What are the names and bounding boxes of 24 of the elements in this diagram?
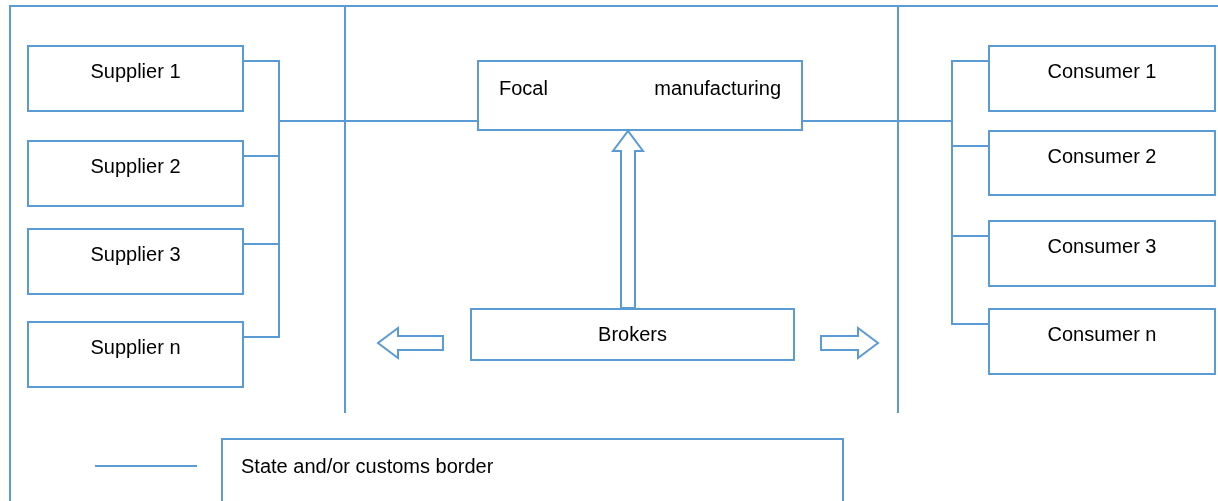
process-box <box>470 308 795 361</box>
process-box <box>27 45 244 112</box>
box-label: Supplier 3 <box>90 242 181 267</box>
box-label: Focal manufacturing <box>499 76 781 101</box>
block-arrow <box>820 326 880 360</box>
box-label: Supplier 2 <box>90 154 181 179</box>
box-label: Consumer 2 <box>1047 144 1157 169</box>
process-box <box>988 45 1216 112</box>
box-label: Consumer 3 <box>1047 234 1157 259</box>
box-label: Consumer n <box>1047 322 1157 347</box>
box-label: Supplier 1 <box>90 59 181 84</box>
process-box <box>988 308 1216 375</box>
process-box <box>988 130 1216 196</box>
legend-text: State and/or customs border <box>241 455 494 477</box>
process-box <box>27 228 244 295</box>
box-label: Consumer 1 <box>1047 59 1157 84</box>
process-box <box>477 60 803 131</box>
box-label: Supplier n <box>90 335 181 360</box>
process-box <box>988 220 1216 287</box>
process-box <box>27 321 244 388</box>
process-box <box>27 140 244 207</box>
box-label: Brokers <box>598 322 667 347</box>
block-arrow <box>376 326 444 360</box>
block-arrow <box>611 129 645 309</box>
